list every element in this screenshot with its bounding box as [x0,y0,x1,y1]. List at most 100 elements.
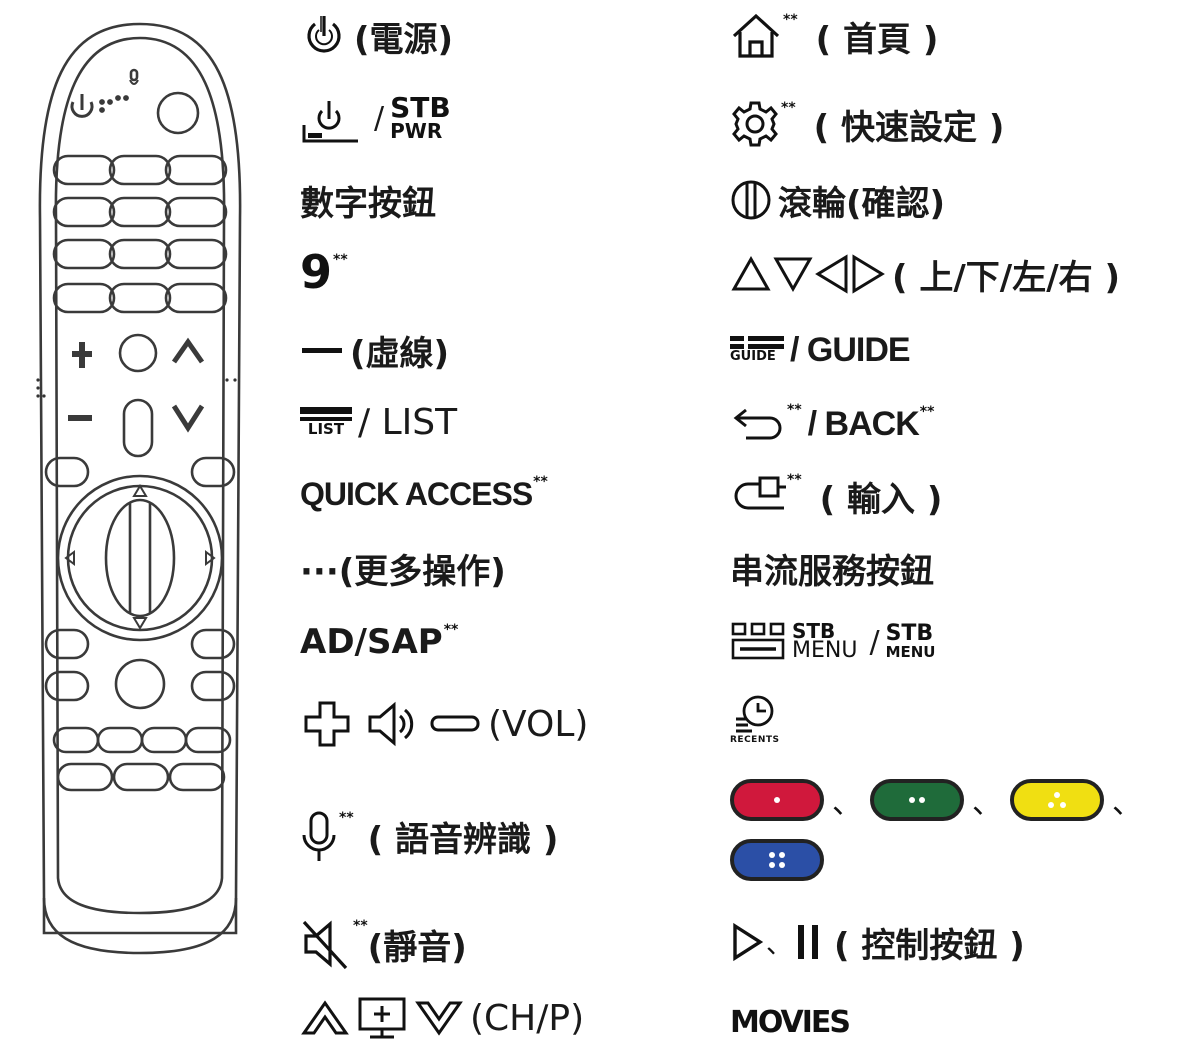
right-row-arrows: ( 上/下/左/右 ) [730,246,1120,302]
list-icon: LIST [300,406,352,438]
play-pause-separator: 、 [766,929,793,960]
stb-menu-slash: / [869,624,880,660]
stb-label: STB [390,91,451,125]
volume-label: (VOL) [488,703,589,745]
blue-button [730,839,824,881]
remote-illustration [36,22,242,955]
right-row-stb-menu: STB MENU / STB MENU [730,614,935,670]
input-mark: ** [787,472,802,488]
left-row-nine: 9 ** [300,244,348,300]
ad-sap-label: AD/SAP [300,622,443,662]
left-row-more-actions: ···(更多操作) [300,540,506,596]
power-icon [307,16,341,53]
left-row-power: (電源) [300,8,453,64]
channel-up [171,337,205,364]
left-row-channel: (CH/P) [300,990,584,1046]
left-row-dash: (虛線) [300,322,449,378]
stb-menu-stb: STB [792,619,836,644]
play-icon [733,922,764,962]
info-pill-button [122,398,154,458]
input-icon [734,476,786,510]
play-pause-label: ( 控制按鈕 ) [834,925,1025,966]
right-row-play-pause: 、 ( 控制按鈕 ) [730,914,1025,970]
arrow-down-icon [773,257,813,293]
left-row-mute: ** (靜音) [300,916,467,972]
navigation-wheel [56,474,224,642]
center-round-button [118,333,158,373]
color-separator: 、 [832,786,862,821]
nine-icon: 9 [300,245,333,299]
streaming-label: 串流服務按鈕 [730,551,934,592]
pause-icon [798,925,819,959]
arrow-up-icon [731,255,771,291]
remote-body [38,22,242,955]
voice-label: ( 語音辨識 ) [367,819,559,860]
quick-access-label: QUICK ACCESS [300,475,533,512]
wheel-icon [731,180,771,220]
input-label: ( 輸入 ) [819,479,943,520]
home-label: ( 首頁 ) [815,19,939,60]
right-row-color-buttons: 、 、 、 [730,770,1150,830]
recents-icon: RECENTS [730,693,779,745]
power-icon [70,94,94,118]
arrow-left-icon [815,254,848,294]
more-actions-label: ···(更多操作) [300,551,506,592]
right-row-input: ** ( 輸入 ) [730,468,942,524]
mute-mark: ** [353,918,368,934]
quick-access-mark: ** [533,474,548,490]
speaker-icon [368,701,414,747]
stb-power-slash: / [374,100,385,136]
mute-label: (靜音) [367,927,467,968]
stb-menu-menu-2: MENU [885,643,936,662]
red-button [730,779,824,821]
left-row-voice: ** ( 語音辨識 ) [300,808,558,864]
right-row-guide: GUIDE / GUIDE [730,322,911,378]
right-row-recents: RECENTS [730,686,779,752]
power-label: (電源) [354,19,454,60]
dash-icon [302,348,342,353]
channel-list-icon [358,997,406,1039]
mute-icon [302,920,348,970]
right-row-streaming: 串流服務按鈕 [730,540,934,596]
top-right-button [156,91,200,135]
mic-icon [129,68,139,82]
gear-icon [732,101,778,147]
channel-label: (CH/P) [470,997,585,1039]
channel-up-icon [301,1000,349,1035]
home-mark: ** [783,12,798,28]
left-row-stb-power: / STB PWR [300,90,451,146]
guide-label: / GUIDE [790,330,911,369]
channel-down-icon [415,1001,463,1036]
microphone-icon [302,811,336,861]
pwr-label: PWR [390,118,443,143]
back-mark-2: ** [919,404,935,420]
right-row-back: ** / BACK ** [730,396,934,452]
settings-label: ( 快速設定 ) [813,107,1005,148]
left-row-quick-access: QUICK ACCESS ** [300,466,548,522]
wheel-label: 滾輪(確認) [778,183,946,224]
volume-plus [72,342,92,368]
arrows-label: ( 上/下/左/右 ) [892,257,1121,298]
volume-plus-icon [304,701,350,747]
back-label: / BACK [807,404,920,443]
settings-mark: ** [781,100,796,116]
dash-label: (虛線) [350,333,450,374]
number-button-grid [52,154,228,314]
left-row-ad-sap: AD/SAP ** [300,614,458,670]
right-row-blue-button [730,830,824,890]
stb-menu-menu: MENU [792,638,858,664]
right-row-wheel: 滾輪(確認) [730,172,945,228]
left-row-volume: (VOL) [300,696,588,752]
color-separator: 、 [1112,786,1142,821]
number-buttons-label: 數字按鈕 [300,183,436,224]
back-mark: ** [787,402,802,418]
nine-mark: ** [333,252,348,268]
volume-minus-icon [430,715,480,732]
movies-label: MOVIES [730,1004,851,1040]
ad-sap-mark: ** [443,622,459,638]
channel-down [171,404,205,433]
left-row-list: LIST / LIST [300,394,457,450]
right-row-movies: MOVIES [730,994,851,1050]
left-row-number-buttons: 數字按鈕 [300,172,436,228]
green-button [870,779,964,821]
